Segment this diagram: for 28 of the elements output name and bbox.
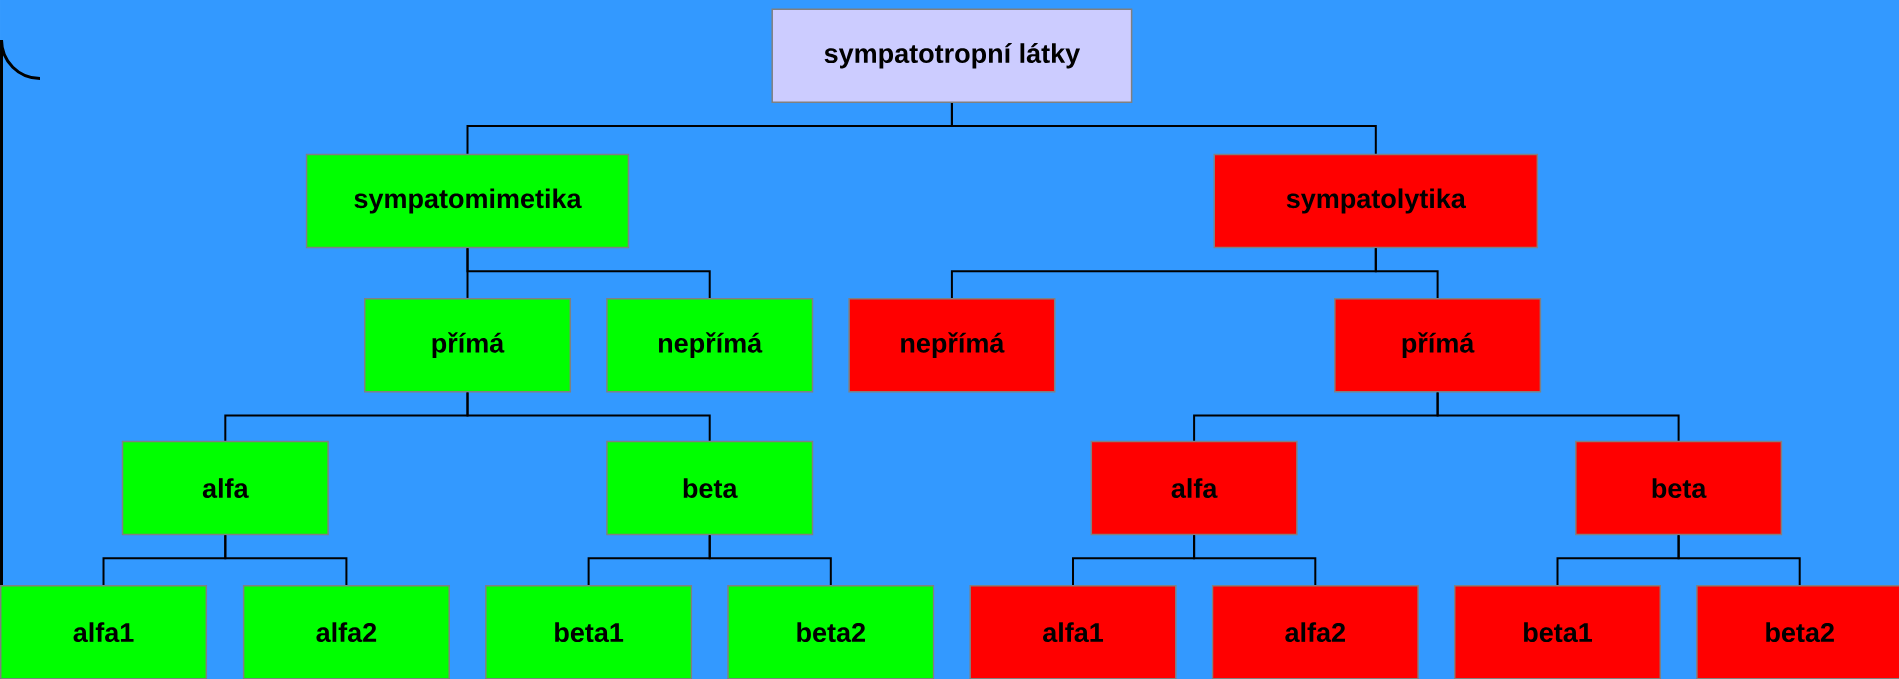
category-box: alfa2 [1211, 584, 1419, 679]
category-box: nepřímá [848, 297, 1056, 393]
category-box: sympatolytika [1213, 153, 1539, 249]
category-box: beta2 [1696, 584, 1899, 679]
connector-line [950, 101, 1377, 155]
connector-line [466, 247, 711, 299]
connector-line [708, 534, 832, 586]
category-box: přímá [1334, 297, 1542, 393]
category-box: nepřímá [606, 297, 814, 393]
category-box: alfa [1090, 440, 1298, 536]
category-box: přímá [363, 297, 572, 393]
category-box: alfa2 [242, 584, 450, 679]
connector-line [1677, 534, 1801, 586]
connector-line [1374, 247, 1439, 299]
category-box: sympatotropní látky [771, 8, 1133, 103]
category-box: sympatomimetika [305, 153, 630, 249]
connector-line [224, 534, 348, 586]
category-box: beta2 [727, 584, 935, 679]
category-box: alfa1 [969, 584, 1177, 679]
connector-line [1436, 391, 1680, 442]
connector-line [466, 391, 711, 442]
connector-line [1193, 534, 1317, 586]
category-box: beta1 [1453, 584, 1662, 679]
category-box: beta [606, 440, 814, 536]
category-box: alfa [121, 440, 329, 536]
category-box: beta1 [485, 584, 693, 679]
category-box: alfa1 [0, 584, 208, 679]
category-box: beta [1575, 440, 1783, 536]
